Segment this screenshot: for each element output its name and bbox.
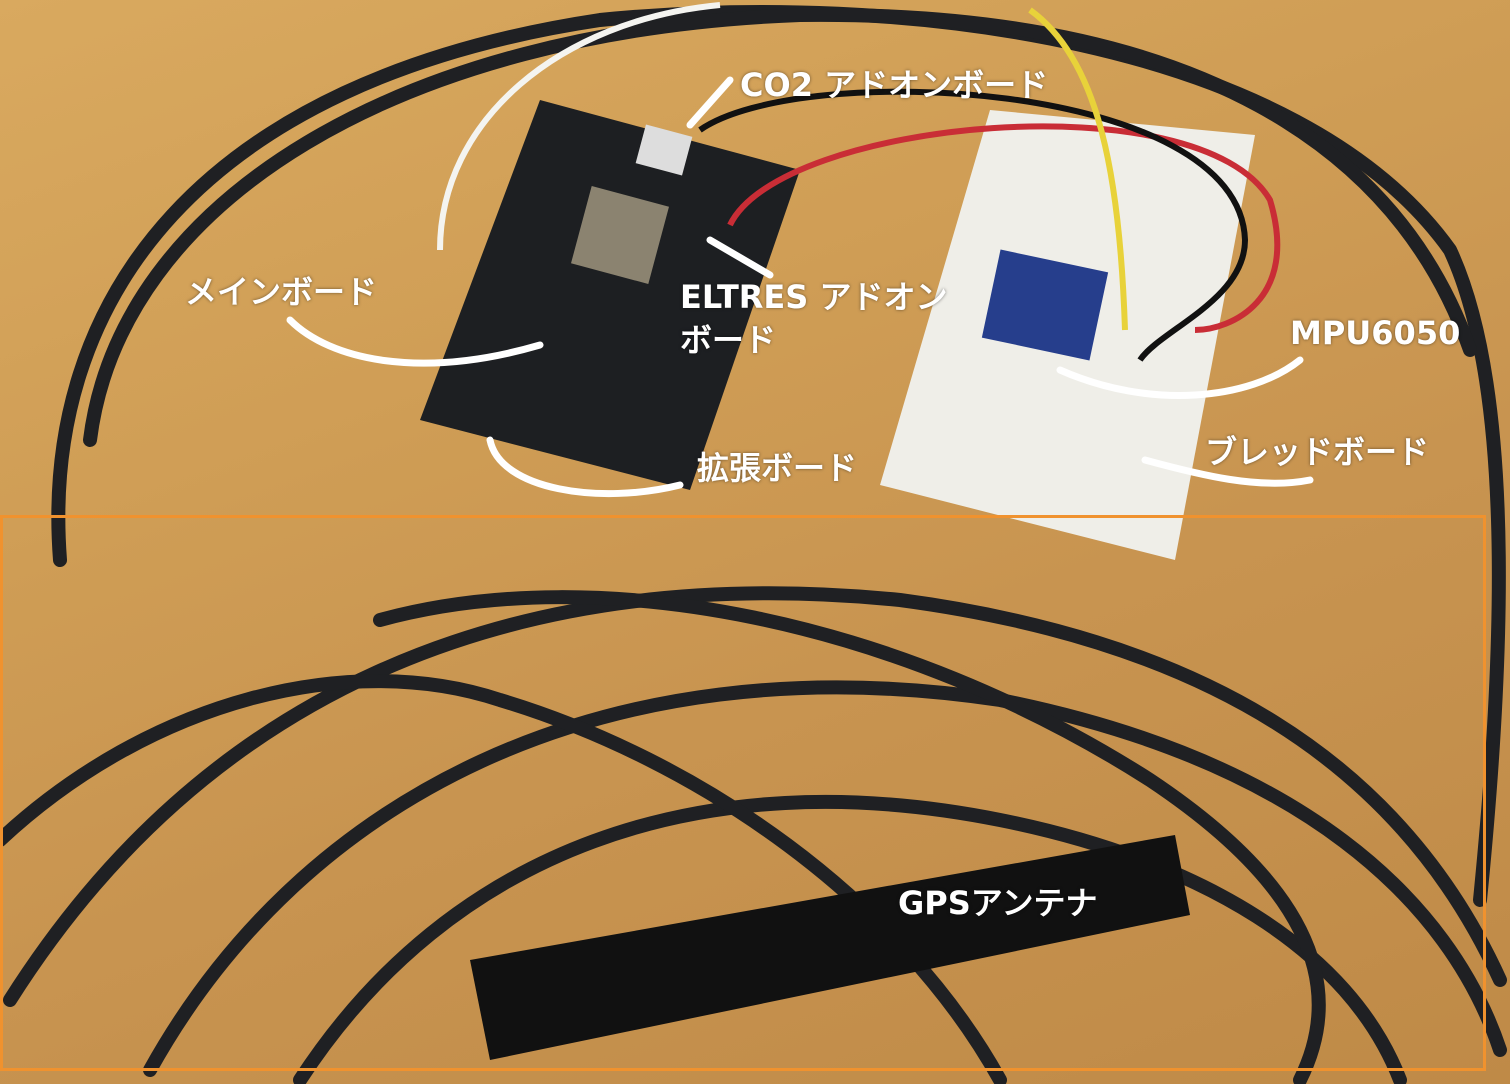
gps-antenna-body xyxy=(470,835,1190,1060)
label-main-board: メインボード xyxy=(185,273,378,311)
label-expansion-board: 拡張ボード xyxy=(697,449,858,487)
label-mpu6050: MPU6050 xyxy=(1290,314,1461,352)
main-board xyxy=(420,100,800,490)
label-gps-antenna: GPSアンテナ xyxy=(898,884,1098,922)
gps-antenna-highlight-frame xyxy=(0,515,1486,1071)
cables xyxy=(0,5,1507,1084)
label-eltres-addon-board-line2: ボード xyxy=(680,321,777,359)
co2-sensor xyxy=(635,124,693,176)
label-breadboard: ブレッドボード xyxy=(1205,433,1430,471)
annotation-arrows xyxy=(286,76,1314,497)
label-eltres-addon-board-line1: ELTRES アドオン xyxy=(680,278,948,316)
eltres-module xyxy=(571,186,669,284)
label-co2-addon-board: CO2 アドオンボード xyxy=(740,66,1049,104)
mpu6050-module xyxy=(981,249,1109,361)
